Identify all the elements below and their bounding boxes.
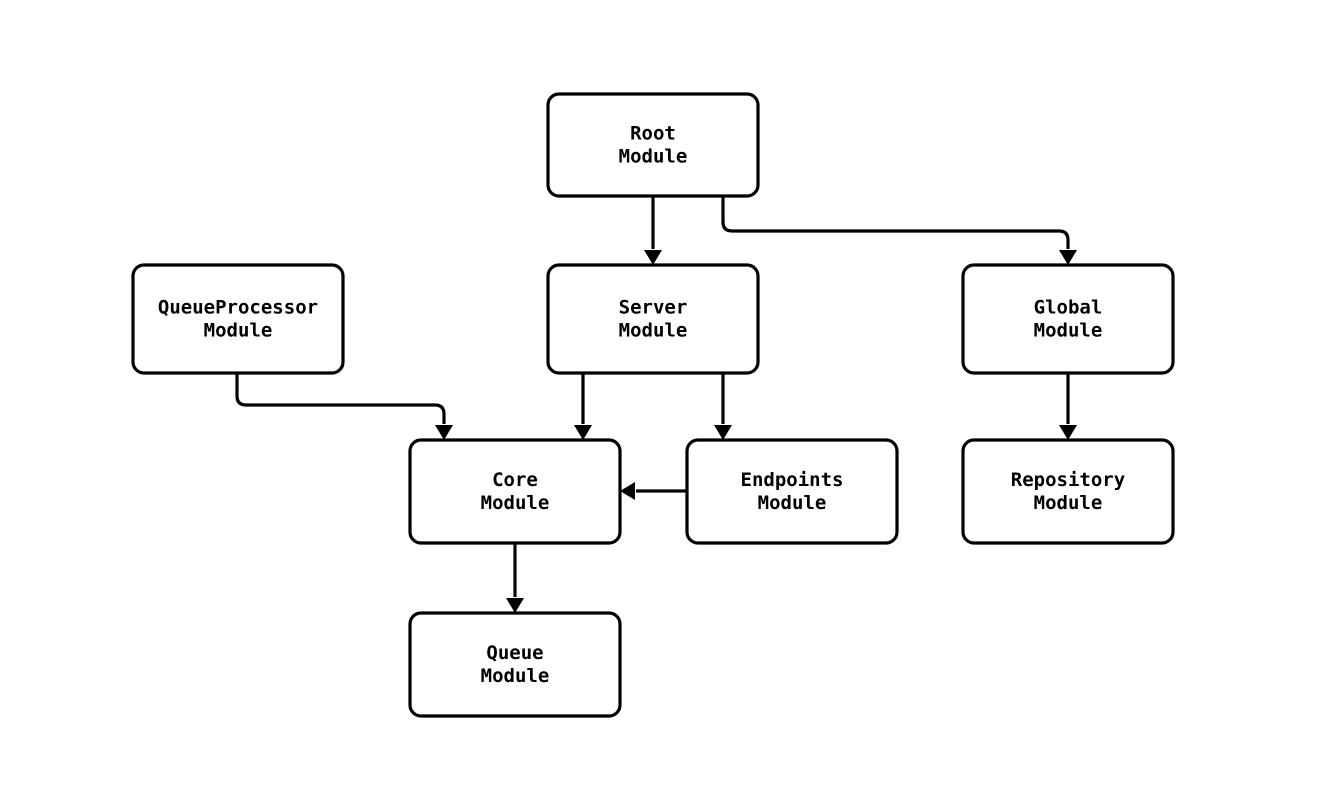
arrowhead-icon xyxy=(1059,425,1077,440)
node-label-line2: Module xyxy=(619,146,688,168)
edge-endpoints-to-core xyxy=(620,482,687,500)
edge-server-to-core xyxy=(574,373,592,440)
arrowhead-icon xyxy=(714,425,732,440)
arrowhead-icon xyxy=(1059,250,1077,265)
node-label-line2: Module xyxy=(758,492,827,514)
node-label-line1: Global xyxy=(1034,297,1103,319)
edge-queueprocessor-to-core xyxy=(235,373,453,440)
node-label-line1: QueueProcessor xyxy=(158,297,318,319)
arrowhead-icon xyxy=(644,250,662,265)
node-label-line2: Module xyxy=(1034,492,1103,514)
node-box[interactable] xyxy=(131,263,345,375)
edge-global-to-repository xyxy=(1059,373,1077,440)
node-label-line2: Module xyxy=(1034,320,1103,342)
node-label-line1: Repository xyxy=(1011,469,1125,491)
edge-line xyxy=(721,196,1070,249)
arrowhead-icon xyxy=(506,598,524,613)
edge-core-to-queue xyxy=(506,543,524,613)
arrowhead-icon xyxy=(435,425,453,440)
node-label-line1: Core xyxy=(492,469,538,491)
node-box[interactable] xyxy=(546,263,760,375)
arrowhead-icon xyxy=(620,482,635,500)
arrowhead-icon xyxy=(574,425,592,440)
node-box[interactable] xyxy=(546,92,760,198)
node-label-line2: Module xyxy=(204,320,273,342)
node-label-line2: Module xyxy=(481,665,550,687)
node-label-line1: Endpoints xyxy=(741,469,844,491)
node-box[interactable] xyxy=(961,438,1175,545)
edge-root-to-global xyxy=(721,196,1077,265)
node-box[interactable] xyxy=(408,611,622,718)
node-label-line2: Module xyxy=(481,492,550,514)
node-label-line1: Root xyxy=(630,123,676,145)
edges-layer xyxy=(235,196,1077,613)
edge-server-to-endpoints xyxy=(714,373,732,440)
node-label-line1: Queue xyxy=(486,642,543,664)
node-box[interactable] xyxy=(408,438,622,545)
node-label-line1: Server xyxy=(619,297,688,319)
node-box[interactable] xyxy=(685,438,899,545)
node-box[interactable] xyxy=(961,263,1175,375)
edge-line xyxy=(235,373,446,424)
nodes-layer: RootModuleQueueProcessorModuleServerModu… xyxy=(131,92,1175,718)
node-label-line2: Module xyxy=(619,320,688,342)
edge-root-to-server xyxy=(644,196,662,265)
